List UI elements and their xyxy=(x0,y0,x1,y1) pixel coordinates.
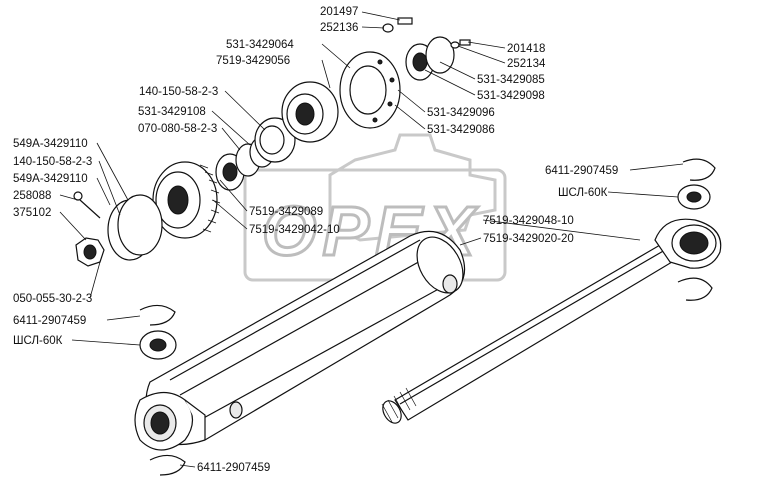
label-6411-2907459-left: 6411-2907459 xyxy=(13,315,86,327)
label-140-150-58-2-3-left: 140-150-58-2-3 xyxy=(13,156,92,168)
label-531-3429086: 531-3429086 xyxy=(427,124,495,136)
label-252136: 252136 xyxy=(320,22,358,34)
label-6411-2907459-right: 6411-2907459 xyxy=(545,165,618,177)
label-531-3429108: 531-3429108 xyxy=(138,106,206,118)
label-070-080-58-2-3: 070-080-58-2-3 xyxy=(138,123,217,135)
label-7519-3429042-10: 7519-3429042-10 xyxy=(249,224,340,236)
label-7519-3429048-10: 7519-3429048-10 xyxy=(483,215,574,227)
label-201418: 201418 xyxy=(507,43,545,55)
label-201497: 201497 xyxy=(320,6,358,18)
label-531-3429096: 531-3429096 xyxy=(427,107,495,119)
label-050-055-30-2-3: 050-055-30-2-3 xyxy=(13,293,92,305)
label-6411-2907459-bottom: 6411-2907459 xyxy=(197,462,270,474)
label-531-3429098: 531-3429098 xyxy=(477,90,545,102)
label-7519-3429089: 7519-3429089 xyxy=(249,206,323,218)
label-140-150-58-2-3-top: 140-150-58-2-3 xyxy=(139,86,218,98)
callouts: 201497 252136 201418 252134 531-3429064 … xyxy=(13,6,618,474)
label-shsl-60k-left: ШСЛ-60К xyxy=(13,335,63,347)
label-375102: 375102 xyxy=(13,207,51,219)
label-258088: 258088 xyxy=(13,190,51,202)
label-252134: 252134 xyxy=(507,58,546,70)
label-7519-3429020-20: 7519-3429020-20 xyxy=(483,233,574,245)
label-shsl-60k-right: ШСЛ-60К xyxy=(558,187,608,199)
label-531-3429064: 531-3429064 xyxy=(226,39,294,51)
piston-assembly xyxy=(73,17,716,476)
leader-lines xyxy=(59,11,684,468)
cylinder-body xyxy=(134,230,466,451)
label-7519-3429056: 7519-3429056 xyxy=(216,55,290,67)
label-531-3429085: 531-3429085 xyxy=(477,74,545,86)
label-549a-3429110-top: 549A-3429110 xyxy=(13,138,88,150)
label-549a-3429110-left: 549A-3429110 xyxy=(13,173,88,185)
piston-rod xyxy=(381,218,722,424)
